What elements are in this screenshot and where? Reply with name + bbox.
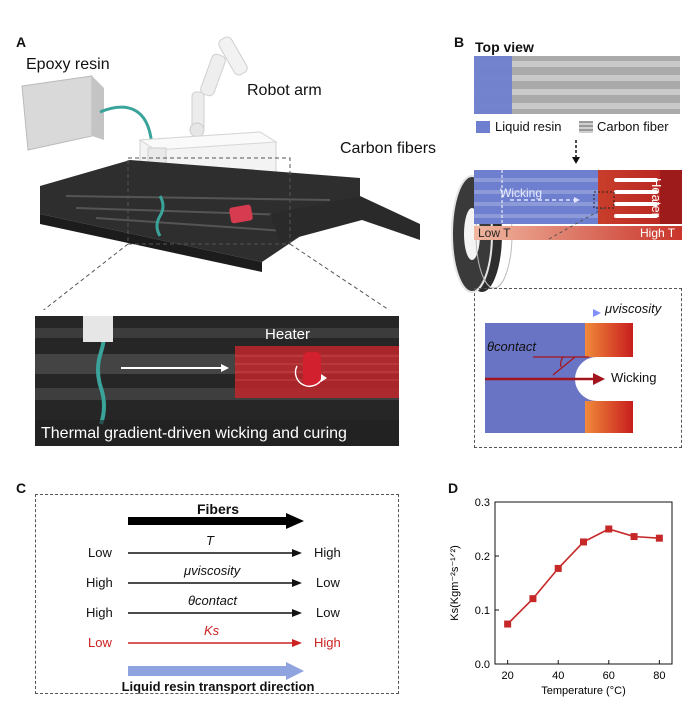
- data-point: [630, 533, 638, 541]
- data-point: [554, 564, 562, 572]
- wicking-big-label: Wicking: [611, 370, 657, 385]
- row3-symbol: θcontact: [188, 593, 237, 608]
- x-tick-label: 20: [502, 670, 514, 682]
- legend-resin-swatch: [476, 121, 490, 133]
- row1-symbol: T: [206, 533, 214, 548]
- x-tick-label: 60: [603, 670, 615, 682]
- theta-contact-label: θcontact: [487, 339, 536, 354]
- row1-right: High: [314, 545, 341, 560]
- high-t-label: High T: [640, 226, 676, 240]
- x-axis-label: Temperature (°C): [541, 685, 625, 697]
- fibers-label: Fibers: [196, 501, 239, 517]
- robot-arm-label: Robot arm: [247, 82, 322, 99]
- printing-platform: [40, 160, 420, 272]
- row3-right: Low: [316, 605, 340, 620]
- resin-tube: [99, 105, 154, 149]
- wicking-detail-box: μviscosity θcontact Wicking: [474, 288, 682, 448]
- mu-viscosity-label: μviscosity: [605, 301, 662, 316]
- legend-resin-label: Liquid resin: [495, 119, 562, 134]
- zoomed-view: Heater Thermal gradient-driven wicking a…: [35, 316, 399, 446]
- y-tick-label: 0.2: [475, 551, 490, 563]
- row2-left: High: [86, 575, 113, 590]
- robot-arm: [189, 36, 248, 138]
- y-tick-label: 0.3: [475, 497, 490, 509]
- y-tick-label: 0.0: [475, 659, 490, 671]
- y-axis-label: Ks(Kgm⁻²s⁻¹ᐟ²): [449, 545, 461, 621]
- data-point: [504, 620, 512, 628]
- zoom-caption: Thermal gradient-driven wicking and curi…: [41, 425, 347, 442]
- transport-label: Liquid resin transport direction: [121, 679, 315, 694]
- carbon-fibers-label: Carbon fibers: [340, 140, 437, 157]
- panel-d-label: D: [448, 480, 459, 496]
- row3-left: High: [86, 605, 113, 620]
- zoomed-illustration: [35, 316, 399, 446]
- panel-b-label: B: [454, 34, 465, 50]
- heated-top-view: [474, 170, 682, 240]
- data-point: [655, 534, 663, 542]
- low-t-label: Low T: [478, 226, 511, 240]
- panel-c-label: C: [16, 480, 27, 496]
- heater-vertical-label: Heater: [649, 178, 664, 218]
- data-point: [580, 538, 587, 546]
- top-view-label: Top view: [475, 39, 534, 55]
- printer-illustration: [21, 36, 420, 310]
- legend-fiber-label: Carbon fiber: [597, 119, 669, 134]
- row2-right: Low: [316, 575, 340, 590]
- plot-frame: [494, 501, 673, 665]
- wicking-small-label: Wicking: [500, 186, 543, 200]
- y-tick-label: 0.1: [475, 605, 490, 617]
- data-point: [605, 525, 613, 533]
- trend-arrows: [128, 513, 304, 680]
- top-view-schematic: [474, 56, 680, 114]
- epoxy-resin-label: Epoxy resin: [26, 56, 110, 73]
- row1-left: Low: [88, 545, 112, 560]
- row2-symbol: μviscosity: [184, 563, 241, 578]
- epoxy-resin-box: [21, 75, 104, 151]
- heater-label: Heater: [265, 326, 311, 343]
- trend-box: Fibers Low T High High μviscosity Low Hi…: [35, 494, 399, 694]
- row4-symbol: Ks: [204, 623, 220, 638]
- x-tick-label: 80: [653, 670, 665, 682]
- row4-left: Low: [88, 635, 112, 650]
- down-arrow-icon: [572, 140, 580, 164]
- legend-fiber-swatch: [579, 121, 593, 133]
- wicking-detail-illustration: [481, 309, 633, 433]
- panel-a-label: A: [16, 34, 27, 50]
- data-point: [529, 595, 537, 603]
- row4-right: High: [314, 635, 341, 650]
- x-tick-label: 40: [552, 670, 564, 682]
